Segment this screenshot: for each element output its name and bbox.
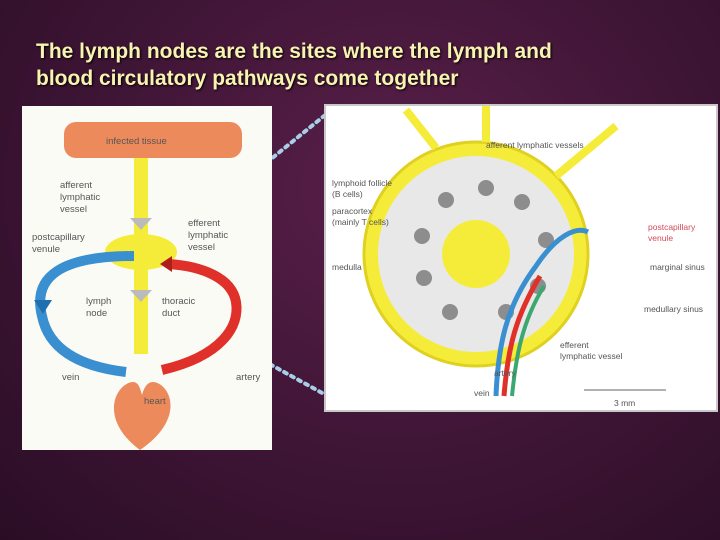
label-efferent-2: lymphatic vessel	[560, 351, 622, 361]
lymph-node-section-panel: afferent lymphatic vessels lymphoid foll…	[324, 104, 718, 412]
label-follicle-1: lymphoid follicle	[332, 178, 392, 188]
label-vein: vein	[474, 388, 490, 398]
label-thoracic-2: duct	[162, 308, 180, 319]
node-medulla	[442, 220, 510, 288]
vessel-vein	[493, 227, 590, 397]
circulation-diagram-panel: infected tissue heart afferent lymphatic…	[22, 106, 272, 450]
label-medulla: medulla	[332, 262, 362, 272]
label-infected-tissue: infected tissue	[106, 136, 167, 147]
vein-path	[35, 251, 135, 377]
afferent-vessel-right	[553, 122, 619, 180]
label-paracortex-2: (mainly T cells)	[332, 217, 389, 227]
label-lymph-node-1: lymph	[86, 296, 111, 307]
thoracic-duct	[134, 266, 148, 354]
label-postcapillary-1: postcapillary	[32, 232, 85, 243]
label-artery: artery	[494, 368, 516, 378]
artery-arrow	[160, 256, 172, 272]
label-efferent-1: efferent	[560, 340, 589, 350]
thoracic-arrow	[130, 290, 152, 302]
label-thoracic-1: thoracic	[162, 296, 196, 307]
label-postcapillary-2: venule	[648, 233, 673, 243]
label-postcapillary-2: venule	[32, 244, 60, 255]
afferent-arrow	[130, 218, 152, 230]
vein-arrow	[34, 300, 52, 314]
title-line-2: blood circulatory pathways come together	[36, 67, 459, 90]
lymph-node-section-diagram: afferent lymphatic vessels lymphoid foll…	[332, 106, 705, 408]
label-lymph-node-2: node	[86, 308, 107, 319]
infected-tissue-box	[64, 122, 242, 158]
afferent-vessel-left	[402, 107, 440, 151]
label-artery: artery	[236, 372, 261, 383]
vessel-efferent	[510, 284, 546, 397]
label-medullary-sinus: medullary sinus	[644, 304, 703, 314]
label-afferent-1: afferent	[60, 180, 92, 191]
slide-title: The lymph nodes are the sites where the …	[36, 38, 676, 92]
label-marginal-sinus: marginal sinus	[650, 262, 705, 272]
heart-shape	[113, 382, 171, 450]
circulation-diagram: infected tissue heart afferent lymphatic…	[32, 122, 261, 450]
label-postcapillary-1: postcapillary	[648, 222, 696, 232]
label-scale: 3 mm	[614, 398, 635, 408]
label-afferent-vessels: afferent lymphatic vessels	[486, 140, 584, 150]
afferent-lymphatic-vessel	[134, 158, 148, 236]
label-paracortex-1: paracortex	[332, 206, 373, 216]
vessel-artery	[501, 274, 543, 397]
artery-path	[160, 259, 242, 375]
label-follicle-2: (B cells)	[332, 189, 363, 199]
label-vein: vein	[62, 372, 79, 383]
label-heart: heart	[144, 396, 166, 407]
label-efferent-2: lymphatic	[188, 230, 228, 241]
label-afferent-3: vessel	[60, 204, 87, 215]
label-afferent-2: lymphatic	[60, 192, 100, 203]
label-efferent-3: vessel	[188, 242, 215, 253]
label-efferent-1: efferent	[188, 218, 220, 229]
title-line-1: The lymph nodes are the sites where the …	[36, 40, 552, 63]
